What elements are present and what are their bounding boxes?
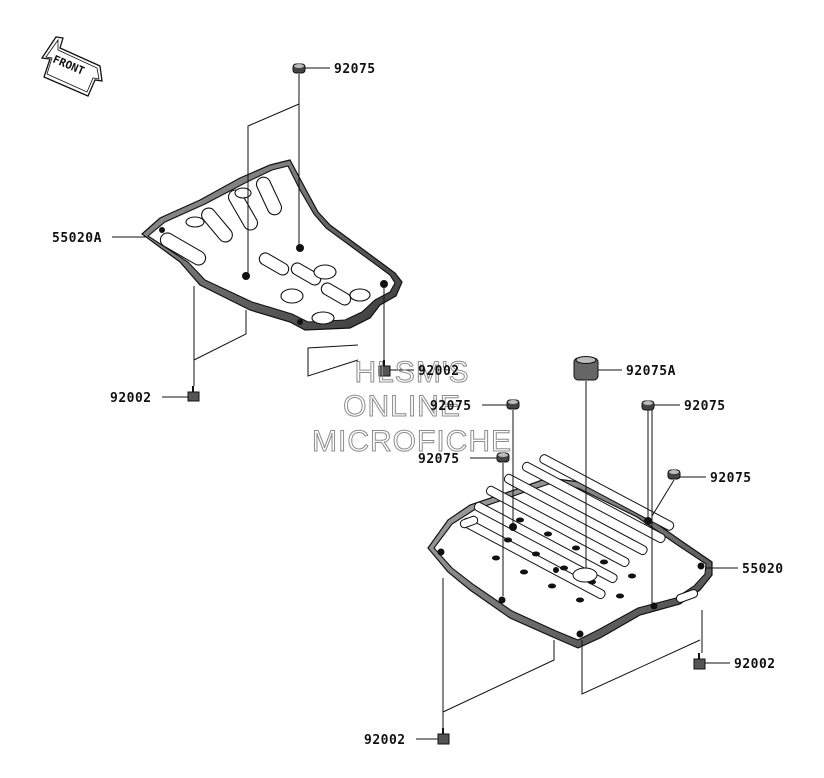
watermark-line-2: ONLINE — [343, 390, 461, 423]
callout-55020A: 55020A — [52, 231, 102, 246]
skid-plate-55020 — [427, 454, 713, 649]
watermark-line-1: HLSM'S — [354, 356, 469, 389]
callout-92075A: 92075A — [626, 364, 676, 379]
nut-92075-mid-1-icon — [506, 399, 520, 410]
callout-92075-mid-1: 92075 — [430, 399, 472, 414]
callout-55020: 55020 — [742, 562, 784, 577]
bolt-92002-lower-left-icon — [437, 728, 450, 745]
nut-92075-right-2-icon — [667, 469, 681, 480]
bolt-92002-upper-right-icon — [378, 360, 391, 377]
callout-92075-top: 92075 — [334, 62, 376, 77]
callout-92002-upper-left: 92002 — [110, 391, 152, 406]
callout-labels: 92075 55020A 92002 92002 92075A 92075 92… — [52, 62, 784, 748]
collar-92075A-icon — [573, 356, 599, 381]
leader-lines — [112, 67, 738, 740]
skid-plate-55020A — [141, 159, 403, 331]
bolt-92002-lower-right-icon — [693, 653, 706, 670]
callout-92075-right-1: 92075 — [684, 399, 726, 414]
callout-92075-right-2: 92075 — [710, 471, 752, 486]
nut-92075-right-1-icon — [641, 400, 655, 411]
callout-92075-mid-2: 92075 — [418, 452, 460, 467]
bolt-92002-upper-left-icon — [187, 386, 200, 402]
callout-92002-lower-left: 92002 — [364, 733, 406, 748]
watermark: HLSM'S ONLINE MICROFICHE — [312, 356, 512, 459]
watermark-line-3: MICROFICHE — [312, 425, 512, 458]
callout-92002-upper-right: 92002 — [418, 364, 460, 379]
front-arrow-icon: FRONT — [40, 36, 103, 97]
nut-92075-top-icon — [292, 63, 306, 74]
callout-92002-lower-right: 92002 — [734, 657, 776, 672]
